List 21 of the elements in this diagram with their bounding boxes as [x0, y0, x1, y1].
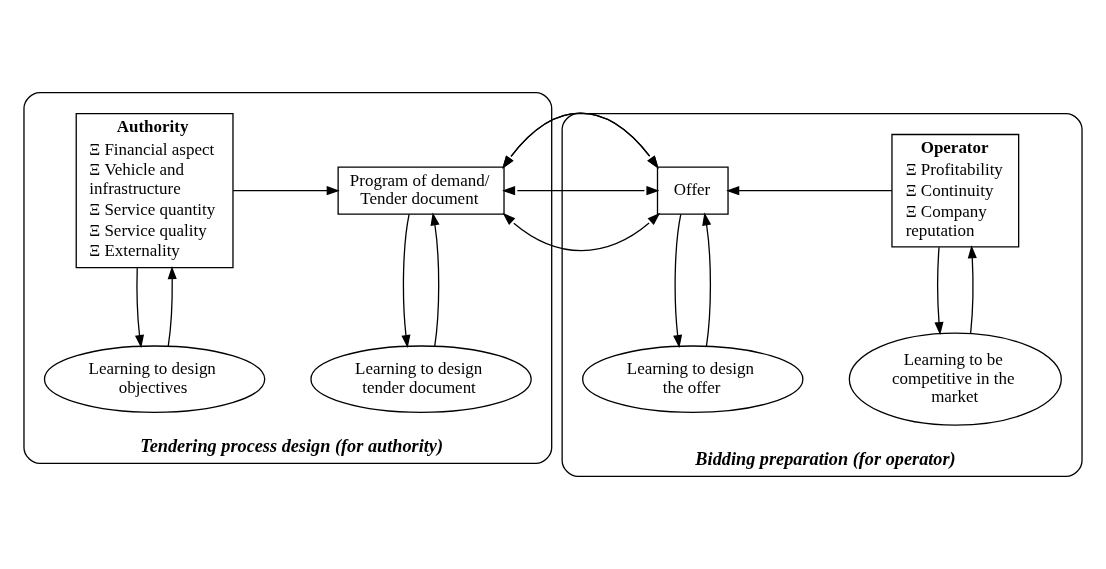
node-ellipse: Learning to design the offer: [582, 345, 804, 414]
node-box: Authority Ξ Financial aspect Ξ Vehicle and infrastructure Ξ Service quantity Ξ Service quality Ξ Externality: [75, 112, 234, 269]
node-box: Program of demand/ Tender document: [337, 166, 505, 215]
arrow: [934, 246, 944, 336]
arrow: [967, 245, 977, 334]
arrow: [401, 213, 411, 349]
arrow: [502, 186, 660, 196]
arrow: [134, 267, 144, 349]
arrow: [167, 266, 177, 347]
arrow: [673, 213, 683, 349]
arrow: [726, 186, 893, 196]
node-ellipse: Learning to be competitive in the market: [848, 332, 1062, 426]
arrow: [502, 212, 661, 252]
node-ellipse: Learning to design tender document: [310, 345, 532, 414]
node-box: Operator Ξ Profitability Ξ Continuity Ξ Company reputation: [891, 133, 1020, 248]
arrow: [232, 186, 340, 196]
node-box: Offer: [656, 166, 729, 215]
arrow: [702, 212, 712, 347]
arrow: [502, 112, 659, 169]
node-ellipse: Learning to design objectives: [43, 345, 266, 414]
arrow: [430, 212, 440, 347]
